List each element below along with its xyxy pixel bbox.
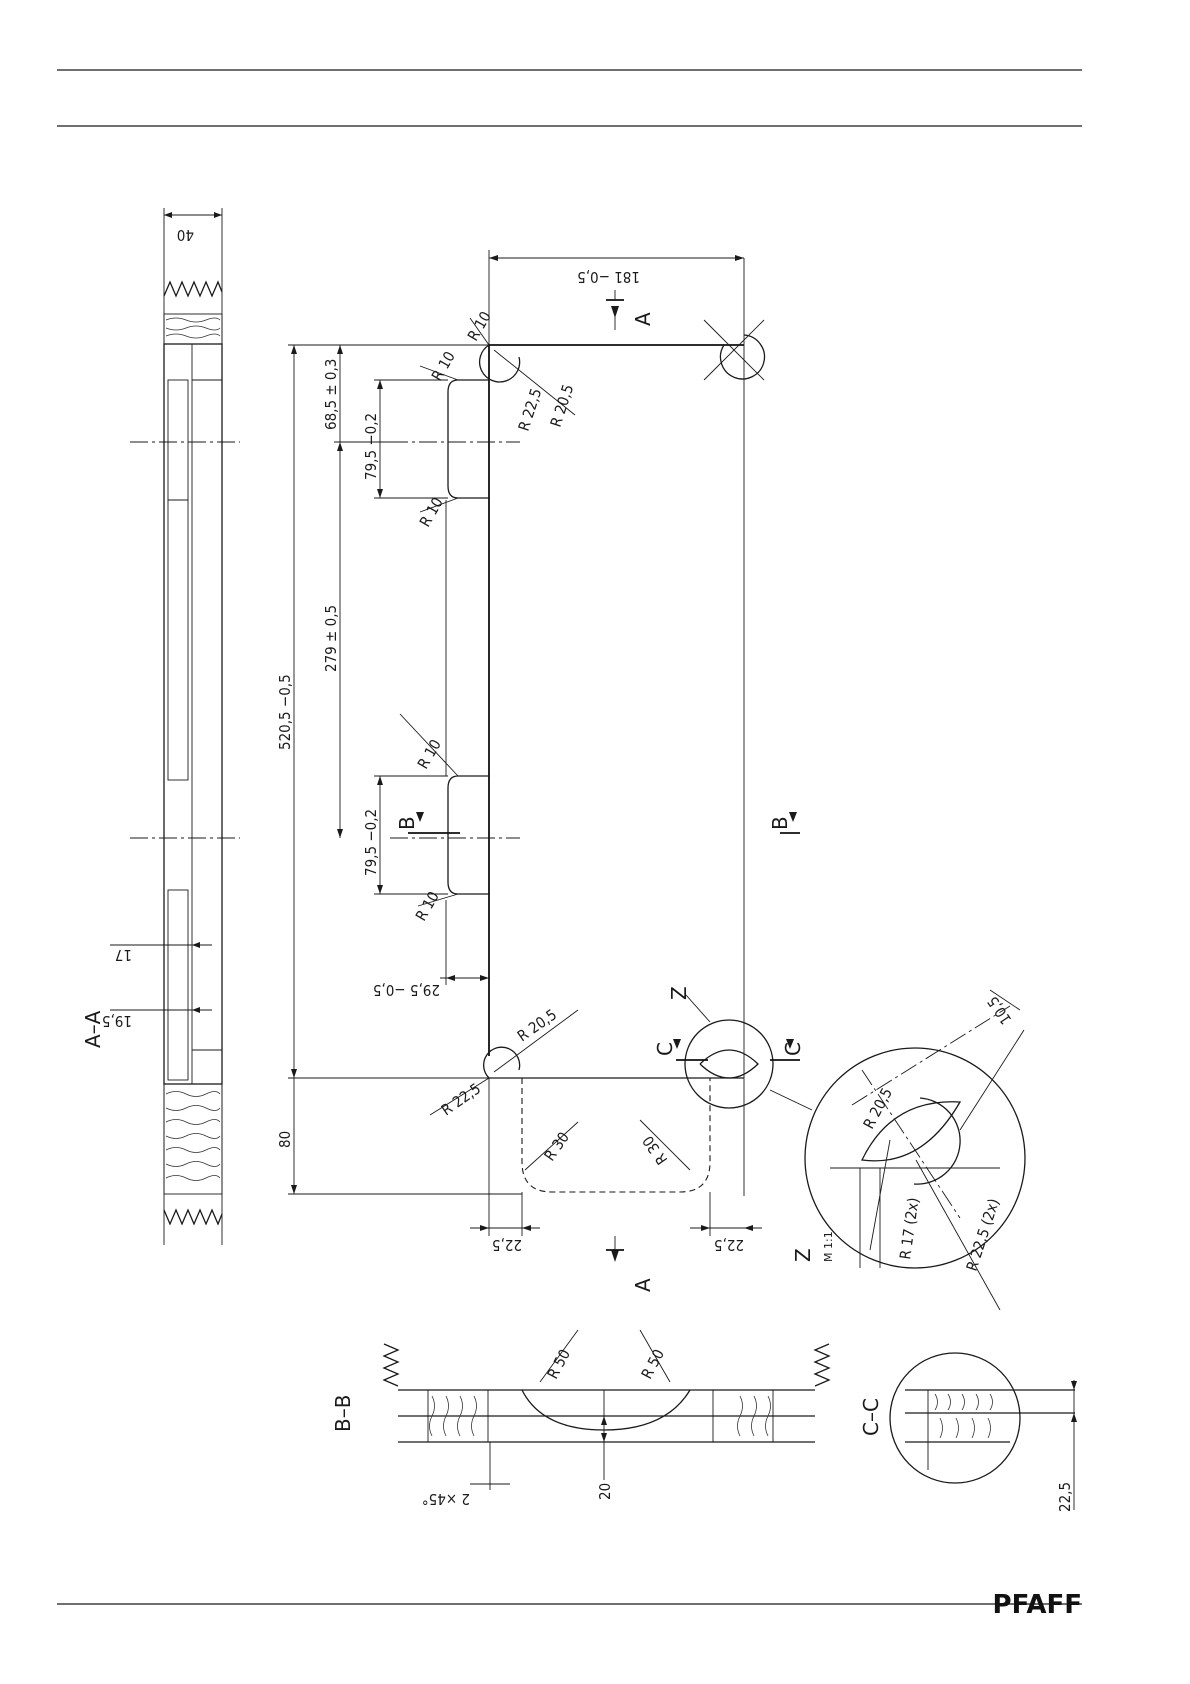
radius-r10-b: R 10 xyxy=(416,494,447,530)
brand-logo: PFAFF xyxy=(993,1590,1082,1620)
label-section-a-a: A–A xyxy=(81,1010,105,1048)
dim-29-5: 29,5 −0,5 xyxy=(373,981,440,999)
section-a-a-view xyxy=(110,208,240,1245)
radius-r50-left: R 50 xyxy=(544,1346,574,1382)
dim-10-5-detail: 10,5 xyxy=(984,993,1016,1028)
section-b-b-view xyxy=(384,1330,829,1490)
marker-b-right: B xyxy=(768,816,792,830)
radius-r30-right: R 30 xyxy=(639,1132,671,1168)
radius-r10-corner: R 10 xyxy=(464,308,495,344)
radius-r50-right: R 50 xyxy=(638,1346,668,1382)
dim-20: 20 xyxy=(596,1483,614,1500)
marker-b-left: B xyxy=(395,816,419,830)
dim-19-5: 19,5 xyxy=(102,1012,132,1030)
label-section-c-c: C–C xyxy=(859,1398,883,1436)
marker-a-top: A xyxy=(631,312,655,326)
radius-r20-5-bottom: R 20,5 xyxy=(514,1005,560,1045)
radius-r10-c: R 10 xyxy=(414,736,445,772)
radius-r30-left: R 30 xyxy=(541,1129,573,1165)
dim-22-5-left: 22,5 xyxy=(492,1236,522,1254)
plan-view xyxy=(288,250,812,1262)
section-c-c-view xyxy=(890,1353,1077,1510)
dim-181: 181 −0,5 xyxy=(577,268,640,286)
dim-520-5: 520,5 −0,5 xyxy=(276,674,294,750)
dim-22-5-right: 22,5 xyxy=(714,1236,744,1254)
radius-r20-5-top: R 20,5 xyxy=(547,382,578,429)
label-section-b-b: B–B xyxy=(331,1395,355,1432)
detail-z-view xyxy=(805,990,1025,1310)
dim-2x45: 2 ×45° xyxy=(422,1490,470,1508)
marker-c-left: C xyxy=(653,1042,677,1056)
dim-40: 40 xyxy=(177,226,194,244)
label-detail-scale: M 1:1 xyxy=(822,1231,835,1262)
label-detail-z: Z xyxy=(791,1248,815,1262)
dim-80: 80 xyxy=(276,1131,294,1148)
radius-r17-detail: R 17 (2x) xyxy=(896,1196,922,1260)
radius-r20-5-detail: R 20,5 xyxy=(860,1085,896,1132)
dim-79-5-top: 79,5 −0,2 xyxy=(362,413,380,480)
radius-r22-5-top: R 22,5 xyxy=(515,386,546,433)
dim-68-5: 68,5 ± 0,3 xyxy=(322,359,340,430)
dim-17: 17 xyxy=(115,946,132,964)
dim-279: 279 ± 0,5 xyxy=(322,605,340,672)
marker-a-bottom: A xyxy=(631,1278,655,1292)
radius-r22-5-detail: R 22,5 (2x) xyxy=(963,1196,1003,1273)
marker-c-right: C xyxy=(781,1042,805,1056)
radius-r22-5-bottom: R 22,5 xyxy=(438,1079,484,1119)
dim-22-5-section-c: 22,5 xyxy=(1056,1482,1074,1512)
dim-79-5-bottom: 79,5 −0,2 xyxy=(362,809,380,876)
label-z: Z xyxy=(667,986,691,1000)
